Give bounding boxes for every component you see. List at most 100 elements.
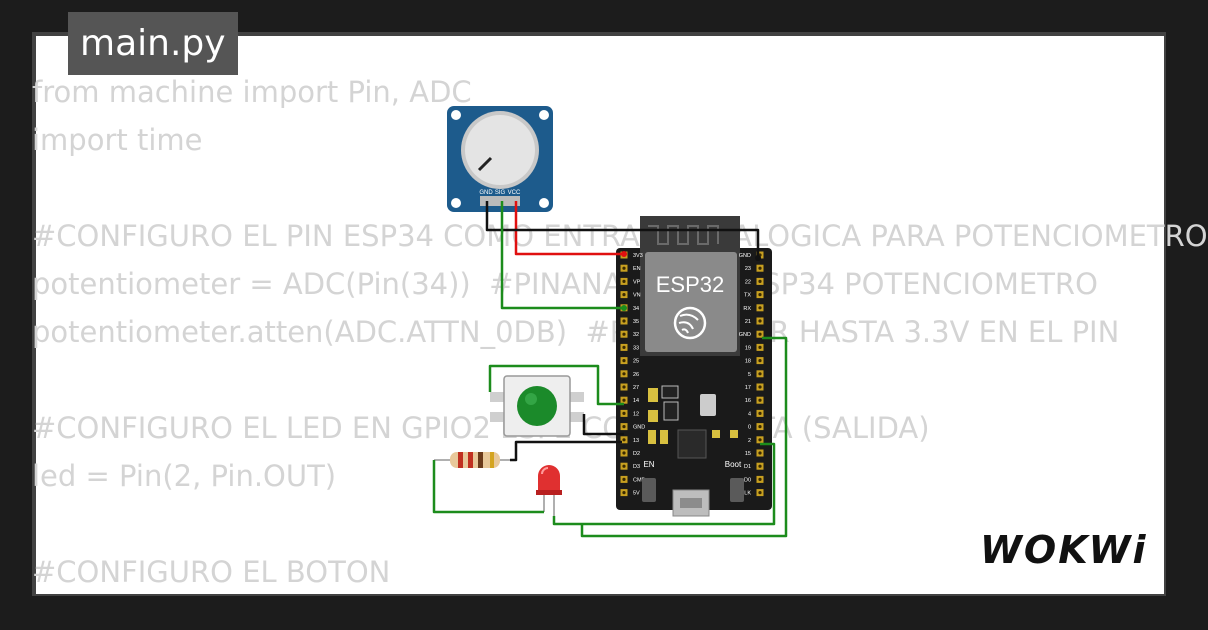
led-shine [541, 467, 549, 475]
en-button[interactable] [642, 478, 656, 502]
right-pin-label: 4 [748, 411, 751, 417]
mount-hole-2 [539, 110, 549, 120]
wire-led-gpio2[interactable] [552, 442, 776, 526]
left-pin-label: EN [633, 266, 641, 272]
boot-button[interactable] [730, 478, 744, 502]
mount-hole-4 [539, 198, 549, 208]
left-pin-label: 14 [633, 398, 639, 404]
smd-resistor-2 [660, 430, 668, 444]
right-pin-hole [758, 266, 762, 270]
right-pin-label: 17 [745, 385, 751, 391]
smd-led-2 [730, 430, 738, 438]
left-pin-label: 5V [633, 491, 640, 497]
endpoint-dot-2 [755, 255, 761, 261]
right-pin-hole [758, 451, 762, 455]
wire-resistor-led[interactable] [432, 460, 544, 514]
left-pin-hole [622, 332, 626, 336]
led-rim [536, 490, 562, 495]
pushbutton[interactable] [490, 375, 584, 437]
left-pin-hole [622, 266, 626, 270]
smd-diode [700, 394, 716, 416]
resistor[interactable] [434, 452, 510, 468]
pot-pin-header [480, 196, 520, 206]
right-pin-label: 23 [745, 266, 751, 272]
pot-pin-label-vcc: VCC [508, 190, 521, 196]
left-pin-label: D2 [633, 451, 640, 457]
left-pin-hole [622, 293, 626, 297]
left-pin-label: 3V3 [633, 253, 643, 259]
right-pin-label: GND [739, 253, 751, 259]
wire-sig[interactable] [500, 201, 624, 310]
right-pin-hole [758, 477, 762, 481]
left-pin-hole [622, 372, 626, 376]
smd-capacitor [648, 388, 658, 402]
endpoint-dot-3 [621, 305, 627, 311]
button-leg-4 [568, 412, 584, 422]
resistor-band-3 [478, 452, 483, 468]
button-cap-shine [525, 393, 537, 405]
wire-button-gpio[interactable] [488, 364, 624, 406]
right-pin-label: GND [739, 332, 751, 338]
left-pin-hole [622, 279, 626, 283]
code-line: #CONFIGURO EL LED EN GPIO2 ESP2 COMO PUE… [32, 411, 930, 445]
right-pin-hole [758, 425, 762, 429]
resistor-band-4 [490, 452, 494, 468]
button-leg [490, 392, 506, 402]
right-pin-label: 5 [748, 372, 751, 378]
right-pin-label: 2 [748, 438, 751, 444]
code-line: potentiometer = ADC(Pin(34)) #PINANALOGI… [32, 267, 1098, 301]
button-cap[interactable] [517, 386, 557, 426]
project-card [36, 36, 1164, 594]
right-pin-hole [758, 411, 762, 415]
esp32-left-pin-labels: 3V3ENVPVN343532332526271412GND13D2D3CMD5… [633, 253, 646, 497]
wire-vcc[interactable] [514, 201, 624, 256]
esp32-board[interactable]: ESP32 3V3ENVPVN343532332526271412GND13D2… [616, 216, 772, 517]
left-pin-hole [622, 345, 626, 349]
right-pin-hole [758, 385, 762, 389]
left-pin-hole [622, 385, 626, 389]
wire-gnd[interactable] [485, 201, 760, 258]
knob-indicator [477, 156, 493, 172]
left-pin-label: 25 [633, 359, 639, 365]
led[interactable] [536, 465, 562, 516]
right-pin-hole [758, 464, 762, 468]
left-pin-hole [622, 319, 626, 323]
left-pin-hole [622, 451, 626, 455]
button-leg-3 [490, 412, 506, 422]
wire-gpio21[interactable] [580, 336, 788, 538]
usb-port-inner [680, 498, 702, 508]
espressif-logo-icon [673, 306, 707, 340]
left-pin-hole [622, 359, 626, 363]
left-pin-label: 12 [633, 411, 639, 417]
wire-button-gnd[interactable] [582, 414, 624, 436]
left-pin-label: CMD [633, 477, 646, 483]
mount-hole [451, 110, 461, 120]
pot-pin-label-sig: SIG [495, 190, 506, 196]
right-pin-label: CLK [740, 491, 751, 497]
potentiometer-knob[interactable] [465, 115, 535, 185]
left-pin-label: 13 [633, 438, 639, 444]
left-pin-hole [622, 411, 626, 415]
right-pin-hole [758, 345, 762, 349]
right-pin-label: 19 [745, 345, 751, 351]
left-pin-label: 33 [633, 345, 639, 351]
usb-uart-chip [677, 429, 707, 459]
resistor-band [458, 452, 463, 468]
potentiometer[interactable]: GND SIG VCC [447, 106, 553, 212]
right-pin-hole [758, 398, 762, 402]
wire-resistor-gnd[interactable] [510, 440, 622, 462]
left-pin-hole [622, 477, 626, 481]
left-pin-label: 26 [633, 372, 639, 378]
right-pin-label: D1 [744, 464, 751, 470]
smd-capacitor-2 [648, 410, 658, 422]
right-pin-label: D0 [744, 477, 751, 483]
right-pin-label: RX [743, 306, 751, 312]
right-pin-label: 21 [745, 319, 751, 325]
esp32-shield [645, 252, 737, 352]
boot-button-label: Boot [725, 460, 742, 469]
file-tab[interactable]: main.py [68, 12, 238, 75]
right-pin-hole [758, 372, 762, 376]
antenna-trace [648, 225, 719, 245]
left-pin-label: VN [633, 293, 641, 299]
